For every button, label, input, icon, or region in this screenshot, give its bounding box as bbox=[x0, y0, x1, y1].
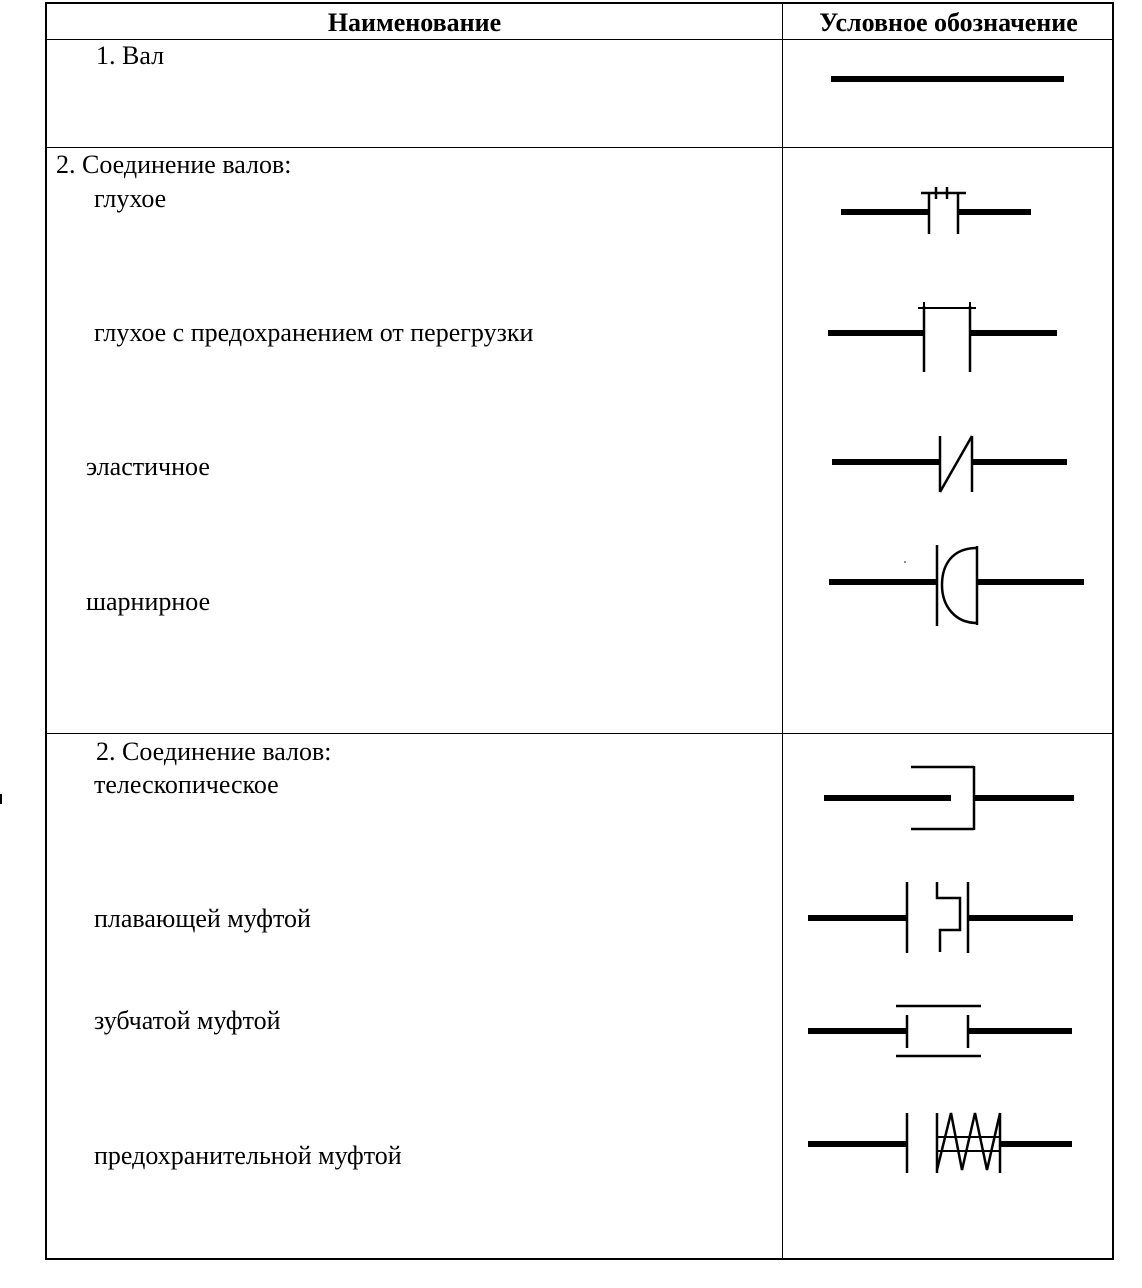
gear-label: зубчатой муфтой bbox=[94, 1006, 281, 1035]
symbols-table: Наименование Условное обозначение bbox=[45, 2, 1114, 1260]
telescopic-coupling-icon bbox=[824, 765, 1074, 831]
elastic-label: эластичное bbox=[86, 452, 210, 481]
header-name: Наименование bbox=[327, 8, 502, 37]
safety-coupling-icon bbox=[808, 1112, 1072, 1173]
group-a-title: 2. Соединение валов: bbox=[56, 150, 292, 179]
row-divider-2 bbox=[47, 733, 1112, 734]
floating-label: плавающей муфтой bbox=[94, 904, 311, 933]
gear-coupling-icon bbox=[808, 1004, 1072, 1058]
elastic-coupling-icon bbox=[832, 435, 1067, 493]
group-b-title: 2. Соединение валов: bbox=[96, 737, 332, 766]
header-symbol: Условное обозначение bbox=[819, 8, 1078, 37]
rigid-overload-label: глухое с предохранением от перегрузки bbox=[94, 318, 534, 347]
rigid-overload-coupling-icon bbox=[828, 302, 1057, 372]
stray-mark bbox=[0, 794, 2, 804]
row-divider-1 bbox=[47, 147, 1112, 148]
column-divider bbox=[782, 4, 783, 1258]
rigid-coupling-icon bbox=[841, 187, 1031, 234]
safety-label: предохранительной муфтой bbox=[94, 1141, 402, 1170]
telescopic-label: телескопическое bbox=[94, 770, 279, 799]
rigid-label: глухое bbox=[94, 184, 167, 213]
shaft-label: 1. Вал bbox=[96, 41, 165, 70]
hinged-label: шарнирное bbox=[86, 587, 211, 616]
floating-coupling-icon bbox=[808, 882, 1073, 953]
hinged-coupling-icon bbox=[829, 545, 1084, 626]
header-divider bbox=[47, 39, 1112, 40]
